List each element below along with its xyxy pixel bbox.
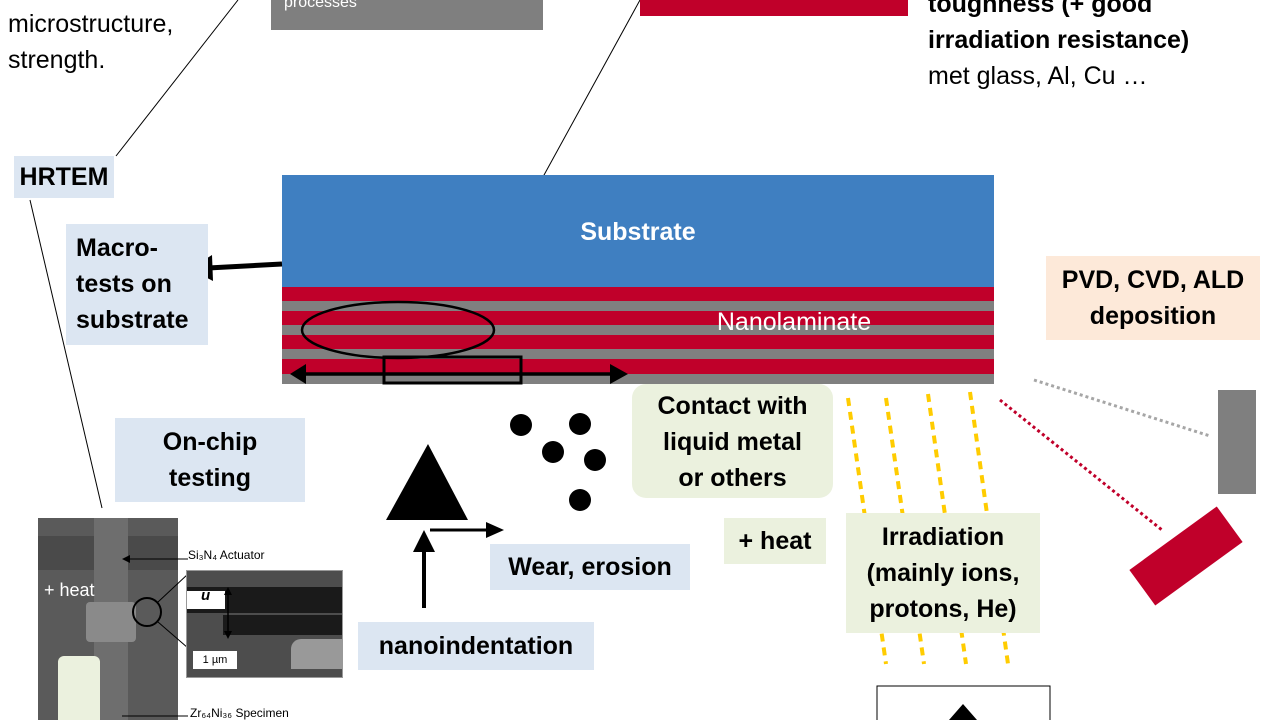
macro-tests-line3: substrate — [76, 306, 189, 334]
inset-u-label: u — [201, 587, 211, 604]
contact-line1: Contact with — [657, 392, 808, 420]
grey-box-text: processes — [284, 0, 357, 11]
grey-box-top — [271, 0, 543, 30]
nanolaminate-label: Nanolaminate — [716, 308, 872, 336]
deposition-line2: deposition — [1089, 302, 1217, 330]
top-right-line2: irradiation resistance) — [928, 26, 1190, 54]
laminate-rect — [382, 355, 523, 385]
top-right-line1: toughness (+ good — [928, 0, 1153, 18]
indenter-triangle — [386, 444, 468, 520]
contact-label: Contact with liquid metal or others — [632, 384, 833, 498]
device-head — [86, 602, 136, 642]
deposition-beam-grey — [1033, 378, 1211, 438]
irradiation-line1: Irradiation — [881, 523, 1005, 551]
red-source — [1129, 506, 1243, 606]
hrtem-label: HRTEM — [14, 156, 114, 198]
top-left-line1: microstructure, — [8, 10, 174, 38]
wear-label: Wear, erosion — [490, 544, 690, 590]
contact-line3: or others — [678, 464, 787, 492]
nanoindentation-label: nanoindentation — [358, 622, 594, 670]
actuator-label: Si₃N₄ Actuator — [188, 548, 265, 562]
indent-force-arrow — [413, 530, 435, 608]
leader-line-top-left — [115, 0, 239, 157]
macro-tests-label: Macro- tests on substrate — [66, 224, 208, 345]
deposition-label: PVD, CVD, ALD deposition — [1046, 256, 1260, 340]
red-bar-top — [640, 0, 908, 16]
irradiation-line3: protons, He) — [869, 595, 1017, 623]
specimen-label: Zr₆₄Ni₃₆ Specimen — [190, 706, 289, 720]
heat-label: + heat — [724, 518, 826, 564]
indenter-tip-triangle — [949, 704, 977, 720]
top-right-line3: met glass, Al, Cu … — [928, 62, 1148, 90]
macro-tests-line2: tests on — [76, 270, 172, 298]
inset-mid-band — [223, 615, 342, 635]
deposition-line1: PVD, CVD, ALD — [1061, 266, 1245, 294]
inset-u-field — [187, 591, 225, 609]
nanolaminate-layers — [282, 287, 994, 384]
double-arrow-laminate — [290, 364, 628, 384]
micrograph-inset: u 1 µm — [186, 570, 343, 678]
micrograph-heat-label: + heat — [44, 580, 95, 600]
on-chip-label: On-chip testing — [115, 418, 305, 502]
top-left-line2: strength. — [8, 46, 106, 74]
inset-scale-bar: 1 µm — [193, 651, 237, 669]
wear-arrow — [430, 522, 504, 538]
macro-tests-line1: Macro- — [76, 234, 158, 262]
top-left-text: microstructure, strength. — [8, 6, 173, 78]
micrograph-device: + heat — [38, 518, 178, 720]
deposition-beam-red — [999, 398, 1163, 532]
contact-line2: liquid metal — [663, 428, 802, 456]
inset-specimen-edge — [291, 639, 342, 669]
leader-line-hrtem-to-chip — [29, 199, 103, 509]
micrograph-overlay — [122, 555, 189, 717]
irradiation-label: Irradiation (mainly ions, protons, He) — [846, 513, 1040, 633]
on-chip-line1: On-chip — [162, 428, 258, 456]
substrate-block — [282, 175, 994, 287]
inset-displacement-arrow — [224, 587, 232, 639]
substrate-label: Substrate — [580, 218, 696, 246]
liquid-metal-droplets — [510, 413, 606, 511]
on-chip-line2: testing — [169, 464, 251, 492]
irradiation-line2: (mainly ions, — [866, 559, 1020, 587]
top-right-text: toughness (+ good irradiation resistance… — [928, 0, 1189, 94]
grey-source — [1218, 390, 1256, 494]
micrograph-specimen-box — [58, 656, 100, 720]
